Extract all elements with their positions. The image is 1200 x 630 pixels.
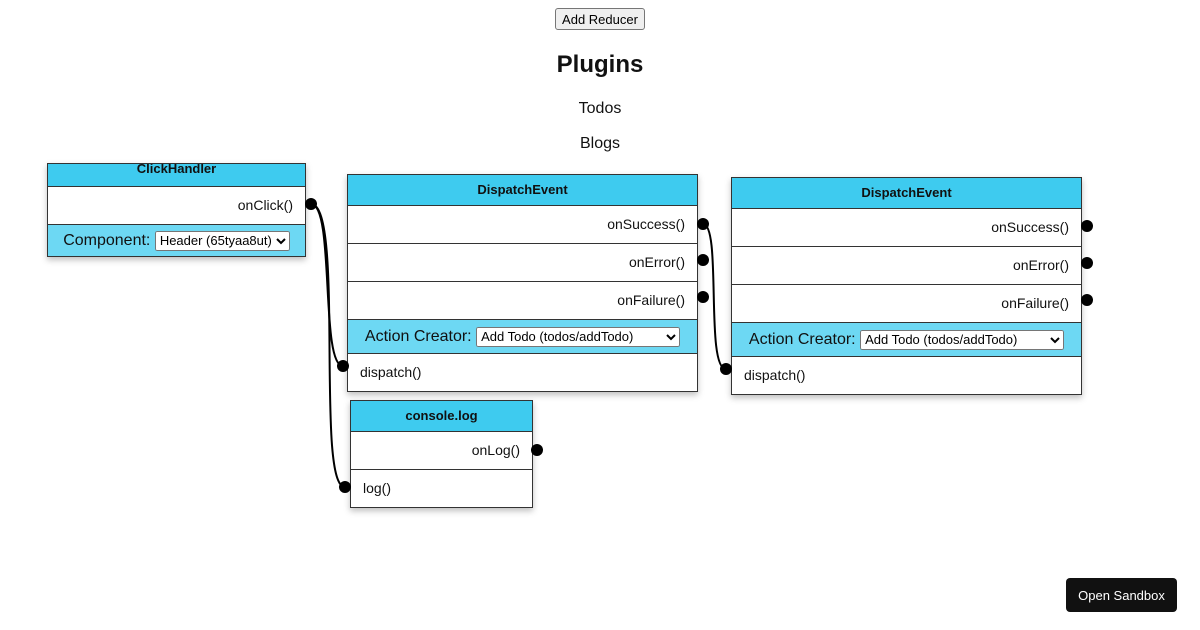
page-title: Plugins: [556, 51, 644, 78]
output-onsuccess: onSuccess(): [348, 206, 697, 244]
output-onerror: onError(): [732, 247, 1081, 285]
node-dispatch-event-2[interactable]: DispatchEvent onSuccess() onError() onFa…: [731, 177, 1082, 395]
input-log: log(): [363, 480, 392, 496]
input-dispatch: dispatch(): [744, 367, 806, 383]
port-onerror-1[interactable]: [697, 254, 709, 266]
action-creator-select[interactable]: Add Todo (todos/addTodo): [860, 329, 1065, 350]
add-reducer-button[interactable]: Add Reducer: [555, 8, 645, 30]
port-dispatch-1[interactable]: [337, 360, 349, 372]
component-select[interactable]: Header (65tyaa8ut): [154, 230, 290, 251]
port-onlog[interactable]: [531, 444, 543, 456]
port-onsuccess-1[interactable]: [697, 218, 709, 230]
port-onclick[interactable]: [305, 198, 317, 210]
output-onlog: onLog(): [351, 432, 532, 470]
output-onfailure: onFailure(): [348, 282, 697, 320]
port-onerror-2[interactable]: [1081, 257, 1093, 269]
node-click-handler[interactable]: ClickHandler onClick() Component: Header…: [47, 163, 306, 257]
node-dispatch-event-1[interactable]: DispatchEvent onSuccess() onError() onFa…: [347, 174, 698, 392]
output-onerror: onError(): [348, 244, 697, 282]
node-console-log[interactable]: console.log onLog() log(): [350, 400, 533, 508]
selector-label: Action Creator:: [364, 328, 472, 345]
port-onfailure-2[interactable]: [1081, 294, 1093, 306]
port-onfailure-1[interactable]: [697, 291, 709, 303]
wire-onclick-log: [310, 203, 346, 488]
port-log[interactable]: [339, 481, 351, 493]
selector-label: Action Creator:: [748, 331, 856, 348]
wire-onclick-dispatch: [310, 203, 344, 367]
reducer-todos[interactable]: Todos: [578, 100, 622, 117]
open-sandbox-button[interactable]: Open Sandbox: [1066, 578, 1177, 612]
node-title: ClickHandler: [48, 164, 305, 187]
wire-onsuccess-dispatch: [702, 223, 727, 370]
selector-label: Component:: [63, 232, 151, 249]
output-onclick: onClick(): [48, 187, 305, 225]
node-title: DispatchEvent: [732, 178, 1081, 209]
input-dispatch: dispatch(): [360, 364, 422, 380]
output-onsuccess: onSuccess(): [732, 209, 1081, 247]
port-onsuccess-2[interactable]: [1081, 220, 1093, 232]
output-onfailure: onFailure(): [732, 285, 1081, 323]
action-creator-select[interactable]: Add Todo (todos/addTodo): [476, 326, 681, 347]
node-title: console.log: [351, 401, 532, 432]
port-dispatch-2[interactable]: [720, 363, 732, 375]
node-title: DispatchEvent: [348, 175, 697, 206]
reducer-blogs[interactable]: Blogs: [579, 135, 621, 152]
